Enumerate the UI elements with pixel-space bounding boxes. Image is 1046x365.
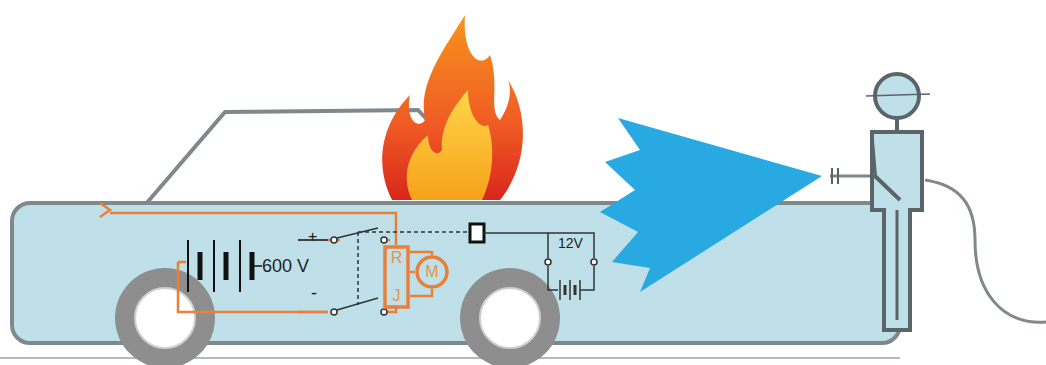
hv-connector	[410, 271, 415, 274]
hose	[925, 180, 1046, 322]
wheel	[460, 268, 560, 365]
hv-wire	[298, 311, 328, 314]
voltage-label: 12V	[558, 236, 583, 250]
water-spray	[600, 118, 822, 292]
firefighter	[872, 74, 922, 330]
node-text: M	[425, 263, 438, 281]
fire	[382, 15, 523, 200]
contactor-switch	[331, 228, 387, 315]
hv-wire	[100, 203, 432, 312]
wheel	[115, 268, 215, 365]
helmet-line	[866, 94, 930, 96]
hose-nozzle	[830, 175, 875, 178]
node-text: R	[391, 249, 403, 267]
motor-circle: M	[415, 255, 449, 289]
voltage-label: 600 V	[262, 257, 309, 275]
relay-coil	[470, 224, 484, 242]
node-text: J	[393, 287, 401, 305]
hv-battery-symbol	[188, 240, 262, 292]
lv-battery-symbol	[560, 280, 580, 300]
polarity-plus: +	[308, 229, 317, 245]
relay-box: RJ	[383, 245, 410, 309]
relay-linkage	[358, 232, 470, 305]
wheel-hub	[480, 288, 540, 348]
wheel-hub	[135, 288, 195, 348]
polarity-minus: -	[311, 284, 317, 302]
